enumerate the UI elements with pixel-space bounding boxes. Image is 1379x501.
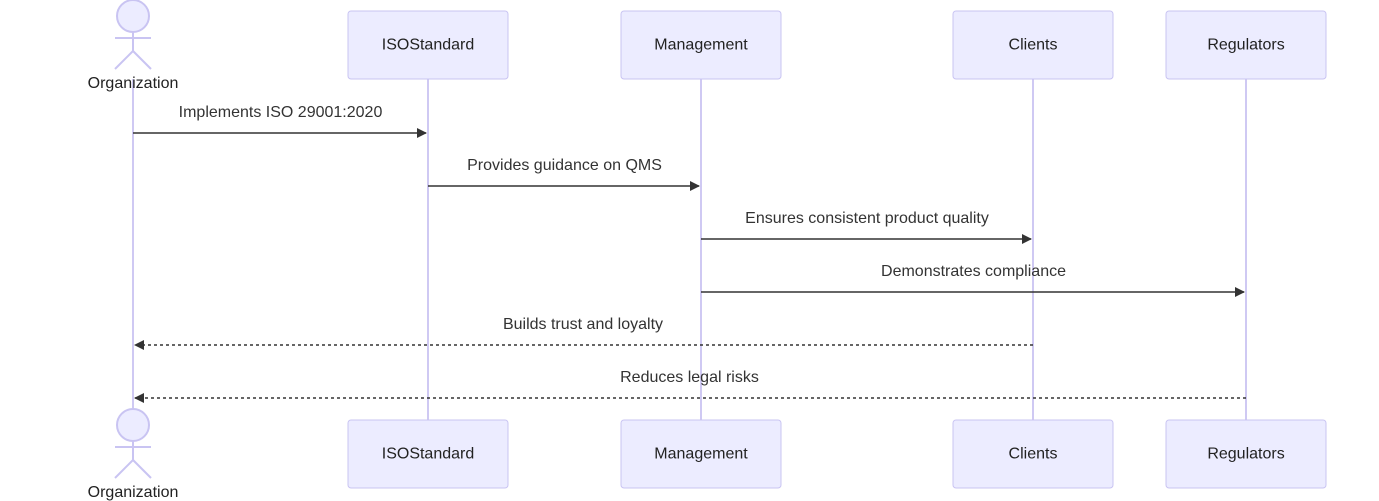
participant-reg-bottom: Regulators (1165, 419, 1327, 489)
message-2: Provides guidance on QMS (428, 157, 700, 191)
message-3: Ensures consistent product quality (701, 210, 1032, 244)
message-6: Reduces legal risks (134, 369, 1246, 403)
participant-label: Regulators (1207, 37, 1284, 54)
participant-box (952, 419, 1114, 489)
message-label: Ensures consistent product quality (745, 210, 989, 227)
message-label: Implements ISO 29001:2020 (179, 104, 383, 121)
participant-iso-bottom: ISOStandard (347, 419, 509, 489)
message-label: Provides guidance on QMS (467, 157, 662, 174)
participant-label: Clients (1009, 37, 1058, 54)
participant-box (1165, 10, 1327, 80)
participant-clients-top: Clients (952, 10, 1114, 80)
actor-leg-right (132, 459, 152, 479)
participant-box (952, 10, 1114, 80)
participant-box (620, 419, 782, 489)
participant-label: ISOStandard (382, 446, 475, 463)
message-1: Implements ISO 29001:2020 (133, 104, 427, 138)
participant-box (1165, 419, 1327, 489)
actor-leg-left (114, 50, 134, 70)
participant-box (620, 10, 782, 80)
actor-label-org-top: Organization (88, 75, 179, 92)
participant-clients-bottom: Clients (952, 419, 1114, 489)
actor-label-org-bottom: Organization (88, 484, 179, 501)
participant-label: Management (654, 446, 748, 463)
actor-head (116, 408, 150, 442)
participant-box (347, 10, 509, 80)
participant-iso-top: ISOStandard (347, 10, 509, 80)
message-label: Demonstrates compliance (881, 263, 1066, 280)
message-label: Builds trust and loyalty (503, 316, 663, 333)
message-label: Reduces legal risks (620, 369, 759, 386)
actor-leg-right (132, 50, 152, 70)
message-5: Builds trust and loyalty (134, 316, 1033, 350)
actor-figure-org-bottom (114, 408, 152, 479)
participant-reg-top: Regulators (1165, 10, 1327, 80)
participant-label: ISOStandard (382, 37, 475, 54)
participant-label: Management (654, 37, 748, 54)
actor-figure-org-top (114, 0, 152, 70)
actor-head (116, 0, 150, 33)
participant-mgmt-bottom: Management (620, 419, 782, 489)
actor-leg-left (114, 459, 134, 479)
message-4: Demonstrates compliance (701, 263, 1245, 297)
participant-mgmt-top: Management (620, 10, 782, 80)
participant-label: Regulators (1207, 446, 1284, 463)
participant-box (347, 419, 509, 489)
participant-label: Clients (1009, 446, 1058, 463)
